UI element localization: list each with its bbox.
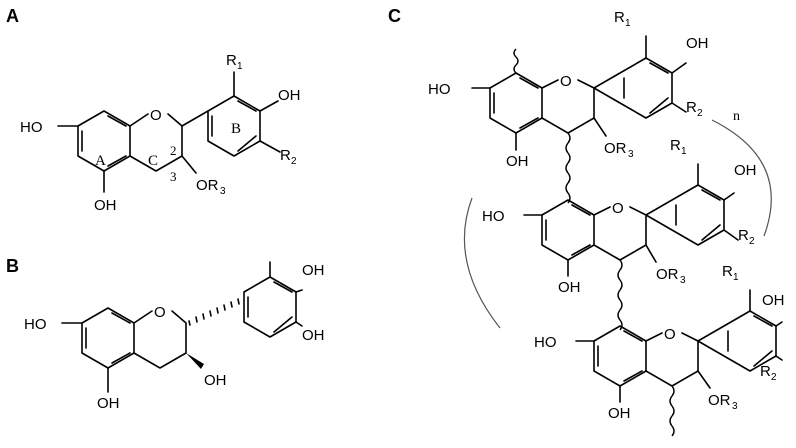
atom-o-ring: O (560, 73, 572, 90)
atom-or-3-sub: 3 (628, 149, 634, 160)
atom-or-3: OR (708, 392, 731, 409)
atom-r2-sub: 2 (771, 372, 777, 383)
atom-o-ring: O (664, 326, 676, 343)
atom-r2: R (280, 147, 291, 164)
atom-ho-7: HO (482, 208, 505, 225)
atom-oh-4prime: OH (278, 87, 301, 104)
atom-r1: R (614, 9, 625, 26)
atom-oh-5: OH (608, 405, 631, 422)
atom-oh-4prime: OH (302, 262, 325, 279)
atom-or-3: OR (196, 177, 219, 194)
atom-oh-4prime: OH (762, 292, 785, 309)
atom-r2: R (738, 227, 749, 244)
atom-oh-3prime: OH (302, 327, 325, 344)
atom-oh-4prime: OH (686, 35, 709, 52)
unit-top: HO O OH OR 3 R 1 OH R 2 (428, 9, 709, 204)
atom-r1-sub: 1 (733, 272, 739, 283)
atom-or-3-sub: 3 (220, 186, 226, 197)
structure-a-flavan-3-ol-general: A HO O OH OR 3 R 1 OH R 2 A C B 2 3 (6, 6, 301, 214)
atom-r2: R (760, 363, 771, 380)
atom-r2: R (686, 99, 697, 116)
panel-label-c: C (388, 6, 401, 26)
atom-oh-5: OH (506, 153, 529, 170)
position-3: 3 (170, 169, 177, 184)
atom-ho-7: HO (428, 81, 451, 98)
atom-oh-5: OH (558, 279, 581, 296)
atom-r2-sub: 2 (697, 108, 703, 119)
atom-r1-sub: 1 (237, 61, 243, 72)
atom-or-3-sub: 3 (732, 401, 738, 412)
repeat-count-n: n (733, 109, 740, 124)
atom-or-3: OR (656, 266, 679, 283)
atom-oh-4prime: OH (734, 162, 757, 179)
atom-o-ring: O (150, 107, 162, 124)
unit-bottom: HO O OH OR 3 R 1 OH R 2 (534, 263, 785, 437)
atom-ho-7: HO (20, 119, 43, 136)
atom-r1: R (226, 52, 237, 69)
panel-label-b: B (6, 256, 19, 276)
structure-b-catechin: B HO O OH OH OH OH (6, 256, 325, 412)
atom-r1-sub: 1 (625, 18, 631, 29)
atom-o-ring: O (154, 304, 166, 321)
atom-o-ring: O (612, 200, 624, 217)
atom-r1: R (722, 263, 733, 280)
atom-oh-5: OH (97, 395, 120, 412)
atom-r1-sub: 1 (681, 146, 687, 157)
atom-r2-sub: 2 (749, 236, 755, 247)
unit-middle-repeat: HO O OH OR 3 R 1 OH R 2 (482, 137, 757, 331)
atom-ho-7: HO (534, 334, 557, 351)
atom-r1: R (670, 137, 681, 154)
panel-label-a: A (6, 6, 19, 26)
atom-or-3-sub: 3 (680, 275, 686, 286)
position-2: 2 (170, 143, 177, 158)
ring-label-c: C (148, 153, 158, 169)
atom-oh-5: OH (94, 197, 117, 214)
atom-ho-7: HO (24, 316, 47, 333)
repeat-bracket-left (463, 197, 501, 329)
atom-or-3: OR (604, 140, 627, 157)
atom-oh-3: OH (204, 372, 227, 389)
atom-r2-sub: 2 (291, 156, 297, 167)
structure-c-proanthocyanidin: C HO O OH OR 3 R 1 OH R 2 (388, 6, 785, 437)
ring-label-b: B (231, 121, 241, 137)
repeat-bracket-right (711, 119, 772, 237)
ring-label-a: A (95, 153, 106, 169)
